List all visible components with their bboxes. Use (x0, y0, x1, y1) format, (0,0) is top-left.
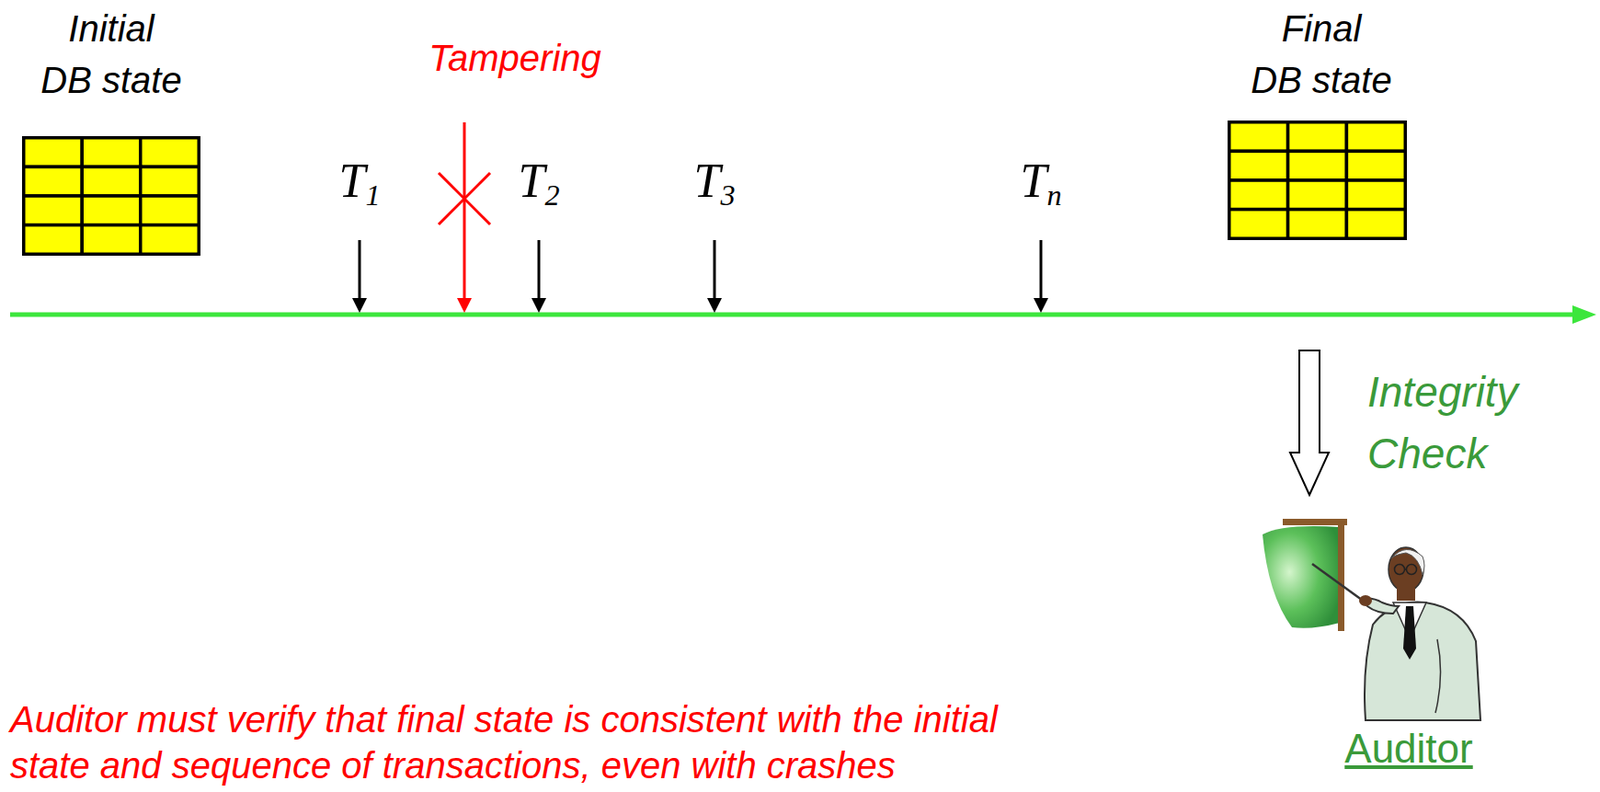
table-cell (1288, 180, 1348, 210)
transaction-label: T3 (693, 157, 735, 210)
transaction-arrows (359, 240, 1041, 304)
table-cell (81, 137, 141, 168)
transaction-label: Tn (1019, 157, 1062, 210)
table-cell (23, 166, 83, 196)
text-line: DB state (40, 54, 182, 106)
table-cell (1346, 180, 1406, 210)
hollow-arrow (1290, 350, 1329, 495)
text-line: Check (1367, 422, 1519, 485)
table-cell (1288, 209, 1348, 240)
tampering-arrow (438, 122, 491, 313)
step-label: Integrity Check (1367, 361, 1519, 484)
text-part: T (517, 154, 545, 207)
table-cell (1229, 209, 1289, 240)
table-cell (1346, 209, 1406, 240)
table-cell (1288, 150, 1348, 181)
transaction-label: T1 (338, 157, 380, 210)
timeline (10, 312, 1577, 318)
table-cell (140, 166, 200, 196)
table-cell (81, 195, 141, 226)
text-part: T (1019, 154, 1047, 207)
table-grid (1227, 120, 1407, 240)
db-table: Initial DB state (22, 136, 201, 256)
subscript: n (1046, 178, 1062, 212)
table-cell (23, 195, 83, 226)
transaction-label: T2 (517, 157, 560, 210)
event-label: Tampering (428, 35, 602, 80)
subscript: 3 (720, 178, 735, 212)
text-line: Auditor must verify that final state is … (10, 697, 998, 743)
table-cell (1229, 180, 1289, 210)
table-cell (1346, 122, 1406, 152)
table-cell (140, 225, 200, 255)
text-line: DB state (1250, 54, 1392, 106)
text-line: state and sequence of transactions, even… (10, 742, 998, 789)
table-cell (81, 225, 141, 255)
transaction-arrowheads (352, 297, 1049, 313)
text-line: Integrity (1367, 361, 1519, 423)
table-cell (140, 195, 200, 226)
table-cell (1346, 150, 1406, 181)
table-heading: Initial DB state (40, 2, 182, 106)
table-cell (23, 225, 83, 255)
text-part: T (338, 154, 366, 207)
table-heading: Final DB state (1250, 2, 1392, 106)
text-part: T (693, 154, 720, 207)
subscript: 1 (365, 178, 380, 212)
table-cell (81, 166, 141, 196)
table-cell (1229, 122, 1289, 152)
text-line: Initial (40, 2, 182, 55)
table-cell (1288, 122, 1348, 152)
subscript: 2 (544, 178, 560, 212)
table-cell (1229, 150, 1289, 181)
auditor-clipart (1262, 518, 1481, 720)
note-text: Auditor must verify that final state is … (10, 697, 998, 789)
timeline-head (1572, 305, 1597, 324)
role-label: Auditor (1344, 724, 1473, 774)
table-grid (22, 136, 201, 256)
table-cell (23, 137, 83, 168)
table-cell (140, 137, 200, 168)
auditor-figure: Auditor (1255, 510, 1486, 787)
text-line: Final (1250, 2, 1392, 55)
db-table: Final DB state (1227, 120, 1407, 240)
